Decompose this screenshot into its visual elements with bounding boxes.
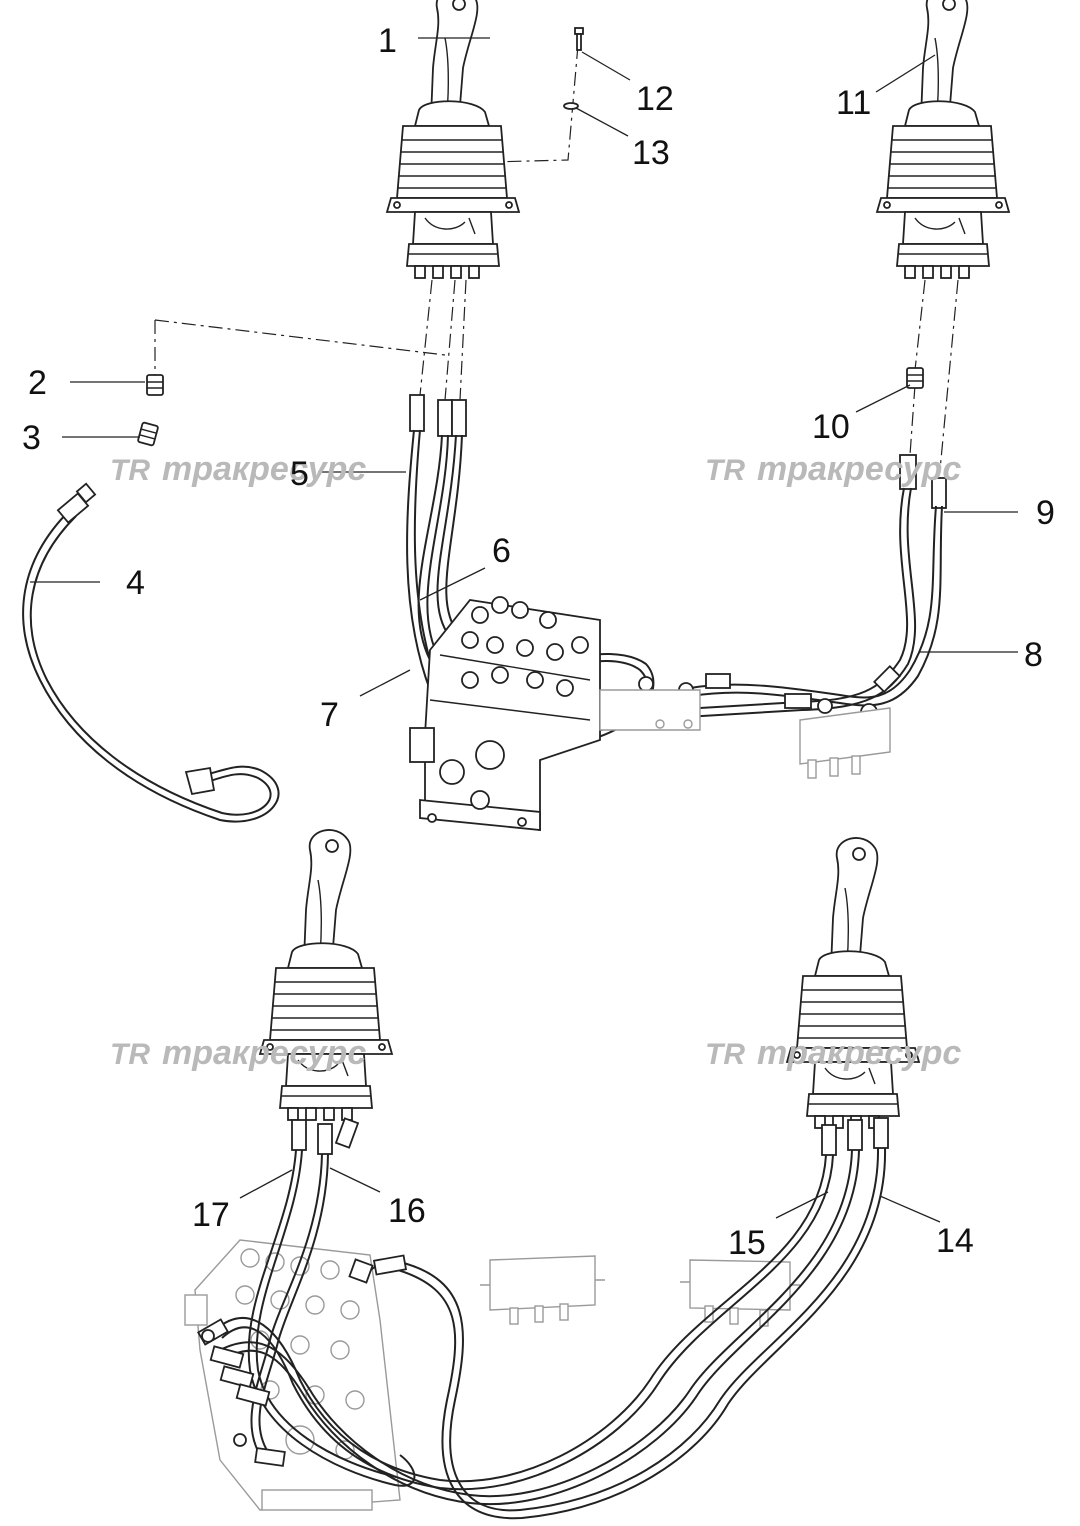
callout-12: 12 xyxy=(636,80,674,118)
manifold-upper-right xyxy=(599,689,891,779)
callout-9: 9 xyxy=(1036,494,1055,532)
hose-4 xyxy=(22,482,280,823)
callout-7: 7 xyxy=(320,696,339,734)
hoses-14-15-16-17 xyxy=(197,1117,889,1520)
callout-2: 2 xyxy=(28,364,47,402)
svg-text:тракресурс: тракресурс xyxy=(757,450,961,488)
watermark-lower-right: TR тракресурс xyxy=(705,1034,961,1072)
fitting-2 xyxy=(146,374,164,396)
callout-13: 13 xyxy=(632,134,670,172)
callout-5: 5 xyxy=(290,455,309,493)
svg-text:TR: TR xyxy=(110,454,150,487)
watermark-upper-right: TR тракресурс xyxy=(705,450,961,488)
callout-3: 3 xyxy=(22,419,41,457)
callout-16: 16 xyxy=(388,1192,426,1230)
washer-13 xyxy=(563,102,579,110)
bolt-12 xyxy=(574,27,584,51)
callout-15: 15 xyxy=(728,1224,766,1262)
callout-8: 8 xyxy=(1024,636,1043,674)
svg-text:TR: TR xyxy=(705,454,745,487)
joystick-lower-left xyxy=(259,829,393,1121)
callout-17: 17 xyxy=(192,1196,230,1234)
svg-text:TR: TR xyxy=(705,1038,745,1071)
control-valve-lower-ghost xyxy=(184,1239,800,1511)
svg-text:тракресурс: тракресурс xyxy=(757,1034,961,1072)
callout-14: 14 xyxy=(936,1222,974,1260)
svg-text:тракресурс: тракресурс xyxy=(162,1034,366,1072)
callout-10: 10 xyxy=(812,408,850,446)
svg-text:тракресурс: тракресурс xyxy=(162,450,366,488)
joystick-lower-right xyxy=(786,837,920,1129)
watermark-upper-left: TR тракресурс xyxy=(110,450,366,488)
callout-4: 4 xyxy=(126,564,145,602)
callout-1: 1 xyxy=(378,22,397,60)
callout-labels: 1 2 3 4 5 6 7 8 9 10 11 12 13 14 15 16 1… xyxy=(22,22,1055,1262)
joystick-upper-left xyxy=(386,0,520,279)
watermark-lower-left: TR тракресурс xyxy=(110,1034,366,1072)
leader-lines xyxy=(30,37,1018,1223)
fitting-3-elbow xyxy=(136,421,160,447)
svg-text:TR: TR xyxy=(110,1038,150,1071)
joystick-upper-right xyxy=(876,0,1010,279)
control-valve-upper xyxy=(409,596,601,832)
callout-6: 6 xyxy=(492,532,511,570)
callout-11: 11 xyxy=(836,84,871,122)
assembly-centerlines xyxy=(154,44,959,471)
